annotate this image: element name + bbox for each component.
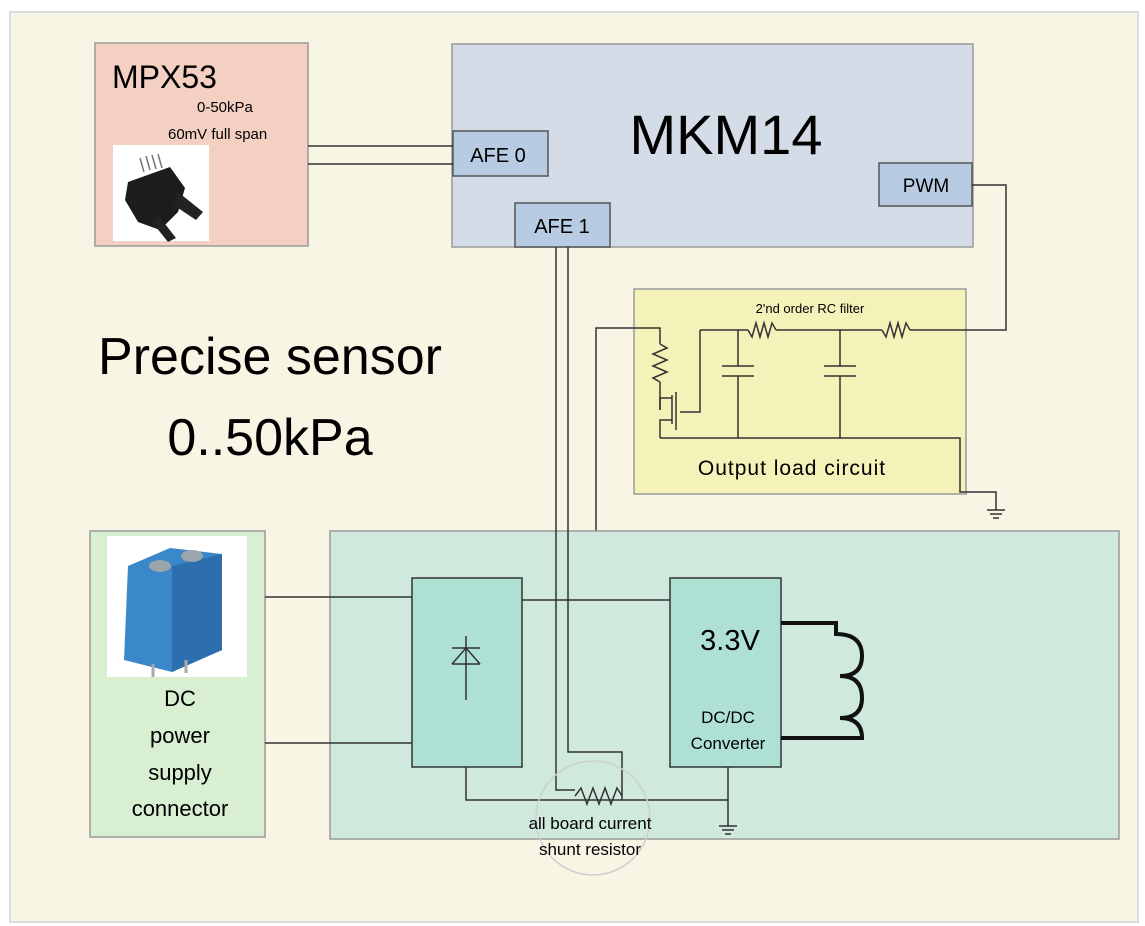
terminal-block-image <box>107 536 247 677</box>
power-wires <box>265 247 737 835</box>
afe0-label: AFE 0 <box>470 145 526 167</box>
converter-voltage: 3.3V <box>700 625 760 657</box>
rectifier-box <box>411 577 523 768</box>
mcu-name: MKM14 <box>630 103 823 166</box>
shunt-line1: all board current <box>529 814 652 833</box>
sensor-range: 0-50kPa <box>197 99 254 116</box>
filter-label: 2'nd order RC filter <box>756 301 865 316</box>
shunt-highlight-circle <box>535 760 651 876</box>
afe1-label: AFE 1 <box>534 216 590 238</box>
pressure-sensor-image <box>113 145 209 242</box>
sensor-afe0-wires <box>308 145 453 165</box>
pwm-port <box>878 162 973 207</box>
diode-icon <box>451 636 481 700</box>
connector-line1: DC <box>164 686 196 711</box>
title-line1: Precise sensor <box>98 328 442 386</box>
connector-line3: supply <box>148 760 212 785</box>
converter-line1: DC/DC <box>701 708 755 727</box>
output-load-box <box>633 288 967 495</box>
connector-line4: connector <box>132 796 229 821</box>
shunt-line2: shunt resistor <box>539 840 641 859</box>
sensor-span: 60mV full span <box>168 126 267 143</box>
converter-line2: Converter <box>691 734 766 753</box>
rc-filter-circuit <box>595 184 1007 600</box>
output-load-label: Output load circuit <box>698 457 886 480</box>
sensor-name: MPX53 <box>112 59 217 95</box>
afe0-port <box>452 130 549 177</box>
afe1-port <box>514 202 611 248</box>
pwm-label: PWM <box>903 176 949 197</box>
title-line2: 0..50kPa <box>167 409 372 467</box>
connector-line2: power <box>150 723 210 748</box>
dcdc-converter-box <box>669 577 782 768</box>
inductor-icon <box>781 621 865 740</box>
